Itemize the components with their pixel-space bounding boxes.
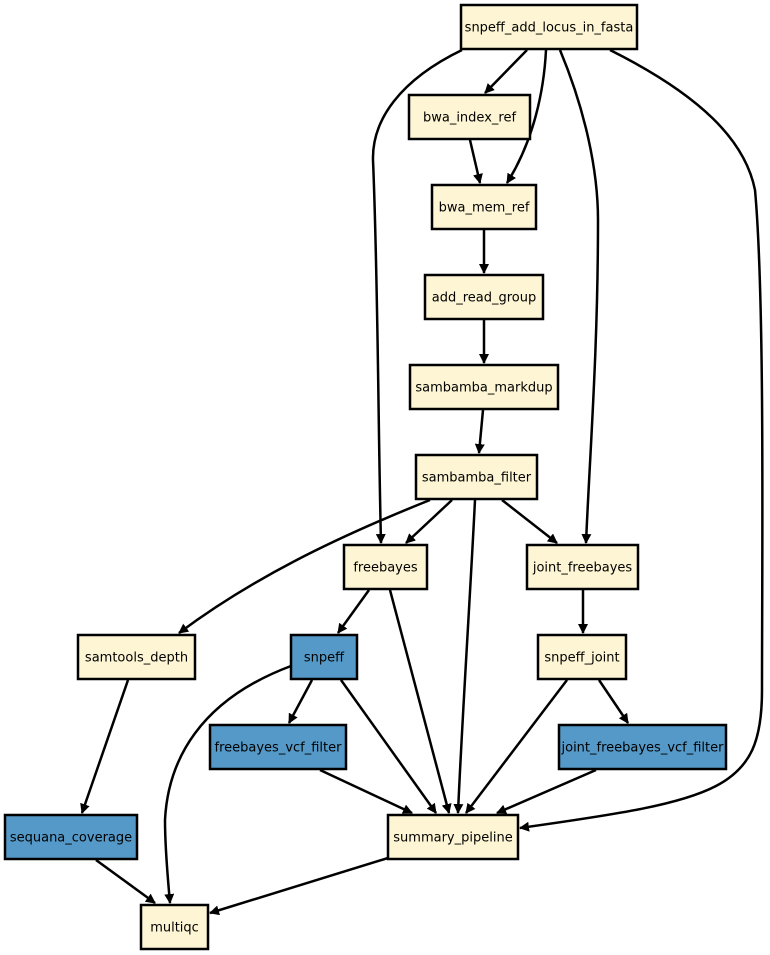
edge-snpeff-add-locus-in-fasta-to-bwa-mem-ref <box>505 49 548 184</box>
edge-summary-pipeline-to-multiqc <box>209 856 389 916</box>
node-box <box>459 3 639 51</box>
edge-freebayes-to-snpeff <box>336 589 371 634</box>
edge-samtools-depth-to-sequana-coverage <box>80 679 130 814</box>
node-box <box>423 273 545 321</box>
node-label: bwa_mem_ref <box>439 201 530 216</box>
node-label: freebayes <box>353 561 418 576</box>
edge-snpeff-add-locus-in-fasta-to-summary-pipeline <box>519 48 764 832</box>
node-box <box>525 543 640 591</box>
node-label: joint_freebayes_vcf_filter <box>561 741 725 756</box>
node-sambamba-markdup[interactable]: sambamba_markdup <box>408 363 560 411</box>
node-label: multiqc <box>150 921 199 936</box>
node-box <box>386 813 520 861</box>
node-label: snpeff <box>304 651 345 666</box>
edge-freebayes-to-summary-pipeline <box>388 589 452 814</box>
edge-snpeff-joint-to-joint-freebayes-vcf-filter <box>597 679 630 724</box>
node-sequana-coverage[interactable]: sequana_coverage <box>3 813 139 861</box>
node-freebayes[interactable]: freebayes <box>342 543 429 591</box>
node-label: samtools_depth <box>85 651 188 666</box>
node-label: snpeff_joint <box>544 651 619 666</box>
edge-freebayes-vcf-filter-to-summary-pipeline <box>319 768 413 815</box>
node-label: bwa_index_ref <box>423 111 516 126</box>
node-label: summary_pipeline <box>393 831 512 846</box>
node-box <box>414 453 539 501</box>
node-snpeff-joint[interactable]: snpeff_joint <box>536 633 628 681</box>
node-box <box>76 633 197 681</box>
node-box <box>430 183 538 231</box>
edge-joint-freebayes-vcf-filter-to-summary-pipeline <box>496 768 597 815</box>
node-bwa-mem-ref[interactable]: bwa_mem_ref <box>430 183 538 231</box>
node-box <box>342 543 429 591</box>
edge-snpeff-add-locus-in-fasta-to-bwa-index-ref <box>484 49 528 94</box>
node-snpeff[interactable]: snpeff <box>289 633 359 681</box>
node-label: joint_freebayes <box>532 561 633 576</box>
node-multiqc[interactable]: multiqc <box>139 903 210 951</box>
node-bwa-index-ref[interactable]: bwa_index_ref <box>407 93 532 141</box>
node-joint-freebayes[interactable]: joint_freebayes <box>525 543 640 591</box>
node-box <box>557 723 728 771</box>
node-label: sequana_coverage <box>10 831 132 846</box>
edge-sambamba-filter-to-summary-pipeline <box>453 499 477 814</box>
node-snpeff-add-locus-in-fasta[interactable]: snpeff_add_locus_in_fasta <box>459 3 639 51</box>
edge-snpeff-to-freebayes-vcf-filter <box>287 679 314 724</box>
edge-snpeff-joint-to-summary-pipeline <box>465 679 568 814</box>
edge-sambamba-markdup-to-sambamba-filter <box>474 409 485 454</box>
node-freebayes-vcf-filter[interactable]: freebayes_vcf_filter <box>208 723 348 771</box>
edge-bwa-index-ref-to-bwa-mem-ref <box>468 139 483 184</box>
edge-snpeff-to-summary-pipeline <box>339 679 438 814</box>
edge-snpeff-add-locus-in-fasta-to-joint-freebayes <box>558 49 600 544</box>
node-label: add_read_group <box>432 291 537 306</box>
node-samtools-depth[interactable]: samtools_depth <box>76 633 197 681</box>
node-box <box>139 903 210 951</box>
node-sambamba-filter[interactable]: sambamba_filter <box>414 453 539 501</box>
node-box <box>3 813 139 861</box>
node-box <box>536 633 628 681</box>
node-box <box>208 723 348 771</box>
node-label: sambamba_markdup <box>415 381 552 396</box>
node-box <box>407 93 532 141</box>
node-joint-freebayes-vcf-filter[interactable]: joint_freebayes_vcf_filter <box>557 723 728 771</box>
edge-snpeff-to-multiqc <box>163 664 292 904</box>
node-label: sambamba_filter <box>422 471 532 486</box>
node-summary-pipeline[interactable]: summary_pipeline <box>386 813 520 861</box>
edge-sequana-coverage-to-multiqc <box>95 858 156 905</box>
node-box <box>408 363 560 411</box>
node-box <box>289 633 359 681</box>
edge-sambamba-filter-to-samtools-depth <box>178 498 431 635</box>
node-label: freebayes_vcf_filter <box>215 741 343 756</box>
edge-snpeff-add-locus-in-fasta-to-freebayes <box>371 48 463 544</box>
node-label: snpeff_add_locus_in_fasta <box>465 21 634 36</box>
node-add-read-group[interactable]: add_read_group <box>423 273 545 321</box>
edge-sambamba-filter-to-joint-freebayes <box>501 499 558 544</box>
edge-sambamba-filter-to-freebayes <box>405 499 453 544</box>
